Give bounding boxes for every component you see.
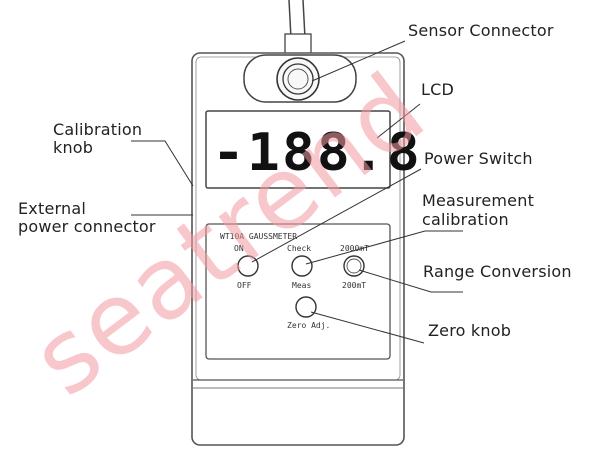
switch-on-label: ON	[234, 244, 244, 253]
meas-label: Meas	[292, 281, 312, 290]
label-lcd: LCD	[421, 80, 455, 99]
lcd-window	[205, 110, 391, 189]
label-measurement-calibration-line1: Measurement	[422, 191, 535, 210]
label-calibration-knob-line1: Calibration	[53, 120, 143, 139]
switch-off-label: OFF	[237, 281, 252, 290]
lcd-reading: -188.8	[212, 123, 422, 183]
leader-range-conversion	[358, 269, 463, 293]
leader-power-switch	[251, 168, 422, 263]
zero-adjust-knob	[295, 296, 317, 318]
label-sensor-connector: Sensor Connector	[408, 21, 554, 40]
leader-lcd	[376, 103, 421, 139]
sensor-connector-inner-ring	[282, 63, 314, 95]
label-zero-knob: Zero knob	[428, 321, 512, 340]
range-conversion-knob-inner	[346, 258, 362, 274]
sensor-connector-core	[287, 68, 309, 90]
leader-calibration-knob	[131, 140, 194, 187]
label-external-power-line2: power connector	[18, 217, 156, 236]
power-switch-knob	[237, 255, 259, 277]
label-calibration-knob-line2: knob	[53, 138, 94, 157]
leader-sensor-connector	[311, 40, 406, 82]
leader-zero-knob	[310, 311, 425, 344]
leader-measurement-calibration	[305, 230, 463, 265]
sensor-cable	[288, 0, 306, 39]
label-measurement-calibration-line2: calibration	[422, 210, 509, 229]
label-power-switch: Power Switch	[424, 149, 533, 168]
label-external-power-line1: External	[18, 199, 86, 218]
panel-model-text: WT10A GAUSSMETER	[220, 232, 298, 241]
label-range-conversion: Range Conversion	[423, 262, 572, 281]
zero-adj-label: Zero Adj.	[287, 321, 331, 330]
range-high-label: 2000mT	[340, 244, 369, 253]
check-label: Check	[287, 244, 312, 253]
measurement-calibration-knob	[291, 255, 313, 277]
range-low-label: 200mT	[342, 281, 367, 290]
